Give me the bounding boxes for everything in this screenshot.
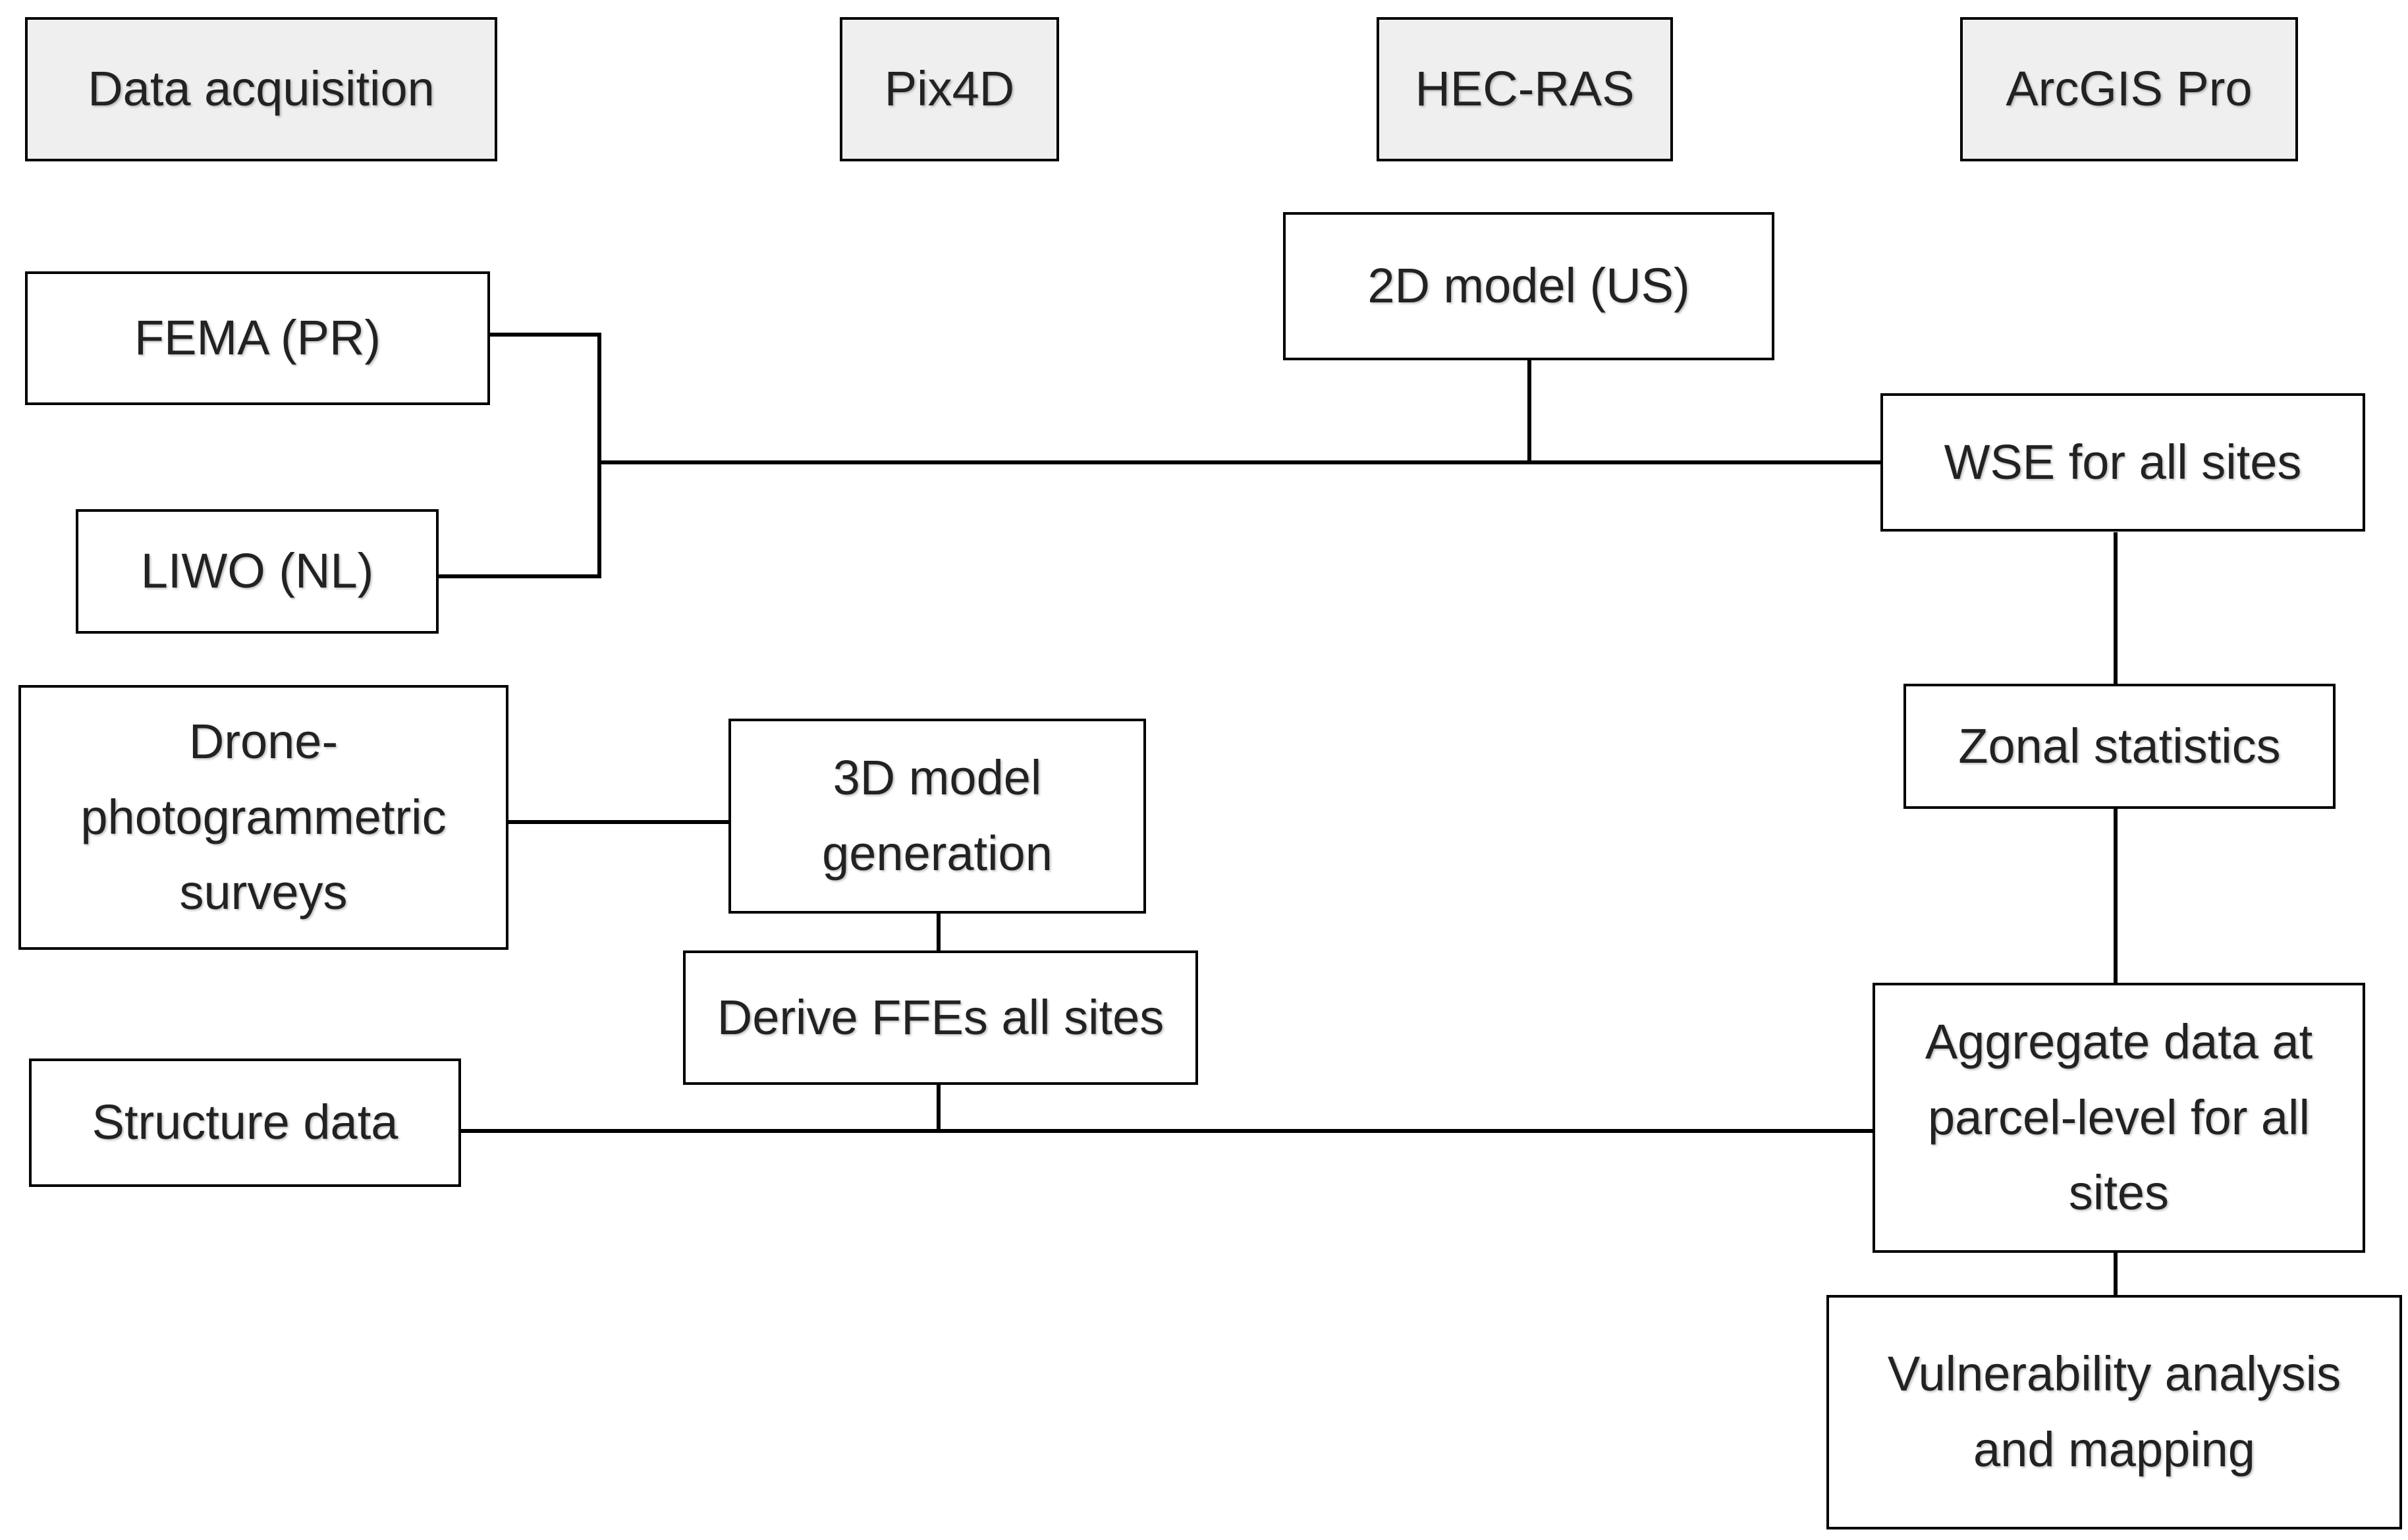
- node-2d-model-label: 2D model (US): [1367, 258, 1690, 314]
- node-2d-model: 2D model (US): [1283, 212, 1774, 360]
- node-structure-data-label: Structure data: [92, 1095, 398, 1150]
- node-liwo: LIWO (NL): [76, 509, 439, 634]
- node-aggregate-data-label: Aggregate data at parcel-level for all s…: [1925, 1014, 2313, 1221]
- node-structure-data: Structure data: [29, 1059, 461, 1187]
- node-drone-surveys-label: Drone- photogrammetric surveys: [80, 713, 447, 920]
- header-hec-ras-label: HEC-RAS: [1415, 61, 1635, 117]
- node-liwo-label: LIWO (NL): [140, 543, 374, 599]
- node-vulnerability-analysis-label: Vulnerability analysis and mapping: [1887, 1346, 2341, 1477]
- node-wse-all-sites-label: WSE for all sites: [1944, 434, 2302, 489]
- node-fema-label: FEMA (PR): [134, 310, 381, 366]
- header-data-acquisition-label: Data acquisition: [88, 61, 435, 117]
- node-wse-all-sites: WSE for all sites: [1880, 393, 2365, 532]
- header-arcgis-pro-label: ArcGIS Pro: [2006, 61, 2253, 117]
- header-data-acquisition: Data acquisition: [25, 17, 497, 161]
- header-hec-ras: HEC-RAS: [1377, 17, 1673, 161]
- node-derive-ffes-label: Derive FFEs all sites: [717, 989, 1164, 1045]
- node-zonal-statistics-label: Zonal statistics: [1958, 718, 2281, 773]
- header-pix4d: Pix4D: [840, 17, 1059, 161]
- node-3d-model-generation: 3D model generation: [728, 719, 1146, 914]
- node-zonal-statistics: Zonal statistics: [1903, 684, 2336, 809]
- node-drone-surveys: Drone- photogrammetric surveys: [18, 685, 508, 950]
- node-vulnerability-analysis: Vulnerability analysis and mapping: [1826, 1295, 2402, 1529]
- header-arcgis-pro: ArcGIS Pro: [1960, 17, 2298, 161]
- node-aggregate-data: Aggregate data at parcel-level for all s…: [1873, 983, 2365, 1253]
- node-3d-model-generation-label: 3D model generation: [822, 750, 1053, 881]
- connector-fema-bracket: [439, 333, 601, 578]
- node-derive-ffes: Derive FFEs all sites: [683, 950, 1198, 1085]
- header-pix4d-label: Pix4D: [884, 61, 1015, 117]
- node-fema: FEMA (PR): [25, 271, 490, 405]
